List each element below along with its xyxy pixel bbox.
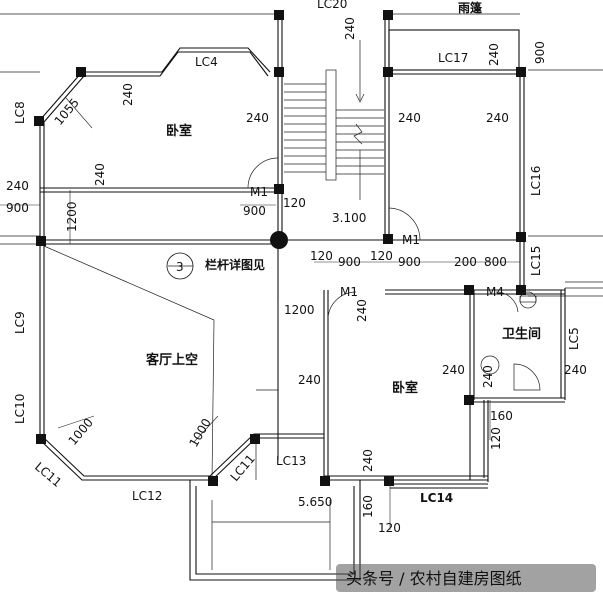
window-lc10: LC10 (13, 394, 27, 424)
dim-label: 900 (533, 41, 547, 64)
dim-label: 240 (486, 111, 509, 125)
window-lc20: LC20 (317, 0, 347, 11)
dim-label: 240 (298, 373, 321, 387)
dim-label: 240 (487, 43, 501, 66)
window-lc9: LC9 (13, 311, 27, 334)
dim-label: 240 (481, 365, 495, 388)
dim-label: 1055 (52, 96, 82, 128)
window-lc5: LC5 (567, 327, 581, 350)
dim-label: 120 (378, 521, 401, 535)
column-marker (270, 231, 288, 249)
columns (34, 10, 526, 486)
dim-label: 1000 (66, 416, 96, 448)
window-lc15: LC15 (529, 246, 543, 276)
window-lc12: LC12 (132, 489, 162, 503)
dim-label: 900 (338, 255, 361, 269)
dim-label: 1200 (65, 201, 79, 232)
dim-label: 160 (361, 495, 375, 518)
dim-label: 240 (361, 449, 375, 472)
dim-label: 240 (442, 363, 465, 377)
dim-label: 240 (398, 111, 421, 125)
dim-label: 240 (121, 83, 135, 106)
door-m4: M4 (486, 285, 504, 299)
stair-elevation: 3.100 (332, 211, 366, 225)
dim-label: 240 (564, 363, 587, 377)
dim-label: 240 (343, 17, 357, 40)
dim-label: 120 (370, 249, 393, 263)
dim-label: 240 (355, 299, 369, 322)
dim-label: 800 (484, 255, 507, 269)
door-m1-b: M1 (402, 233, 420, 247)
door-m1-a: M1 (250, 185, 268, 199)
balcony-elevation: 5.650 (298, 495, 332, 509)
dim-label: 240 (246, 111, 269, 125)
bathroom-fixtures (480, 291, 541, 391)
room-living-void: 客厅上空 (146, 352, 198, 368)
window-lc14: LC14 (420, 491, 453, 505)
window-lc4: LC4 (195, 55, 218, 69)
staircase (284, 40, 384, 200)
railing-note: 栏杆详图见 (205, 257, 265, 272)
dim-label: 1000 (186, 416, 213, 449)
watermark: 头条号 / 农村自建房图纸 (336, 564, 596, 592)
svg-text:头条号 / 农村自建房图纸: 头条号 / 农村自建房图纸 (346, 569, 522, 588)
window-lc16: LC16 (529, 166, 543, 196)
dim-label: 900 (6, 201, 29, 215)
window-lc11-right: LC11 (228, 452, 258, 484)
dim-label: 200 (454, 255, 477, 269)
dim-label: 120 (283, 196, 306, 210)
dim-label: 120 (489, 427, 503, 450)
door-m1-c: M1 (340, 285, 358, 299)
doors (247, 157, 519, 319)
dimension-lines (0, 97, 520, 530)
axis-marker-label: 3 (176, 260, 184, 274)
dim-label: 900 (243, 204, 266, 218)
room-bedroom-nw: 卧室 (166, 123, 192, 139)
room-bathroom: 卫生间 (502, 326, 541, 342)
dim-label: 240 (93, 163, 107, 186)
dim-label: 120 (310, 249, 333, 263)
window-lc8: LC8 (13, 101, 27, 124)
dim-label: 1200 (284, 303, 315, 317)
dim-label: 240 (6, 179, 29, 193)
window-lc13: LC13 (276, 454, 306, 468)
dim-label: 900 (398, 255, 421, 269)
dim-label: 160 (490, 409, 513, 423)
window-lc11-left: LC11 (32, 460, 64, 490)
room-bedroom-se: 卧室 (392, 380, 418, 396)
grid-lines (0, 13, 603, 297)
canopy-note: 雨篷 (458, 0, 483, 15)
window-lc17: LC17 (438, 51, 468, 65)
